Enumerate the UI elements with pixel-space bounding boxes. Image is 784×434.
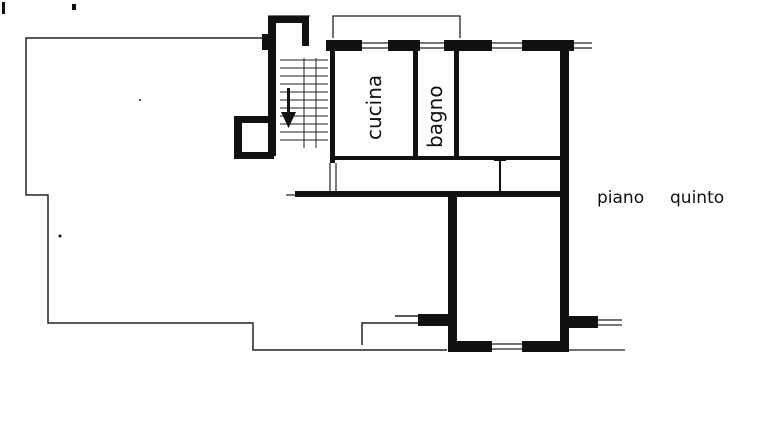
shaft-bottom <box>234 152 274 159</box>
top-wall-left <box>326 40 362 51</box>
shaft-top <box>234 116 274 123</box>
stub-lower-right <box>568 316 598 328</box>
shaft-left <box>234 116 242 158</box>
stair-arrow-icon <box>281 88 296 128</box>
top-wall-mid2 <box>444 40 492 51</box>
corridor-top-line <box>330 156 564 160</box>
floor-label-word-1: piano <box>597 188 644 208</box>
bottom-wall-left <box>448 341 492 352</box>
bottom-wall-right <box>522 341 569 352</box>
left-wall-kitchen <box>330 45 335 163</box>
thin-lines <box>286 42 625 351</box>
stair-wall-left <box>268 16 276 156</box>
kitchen-label: cucina <box>362 75 386 140</box>
stair-top-block <box>262 34 276 50</box>
floor-label-word-2: quinto <box>670 188 724 208</box>
walls <box>234 16 598 352</box>
bathroom-label: bagno <box>423 85 447 148</box>
partition-kitchen-bath <box>413 48 418 160</box>
stair-wall-right-top <box>302 16 309 46</box>
speck-marks <box>2 2 141 238</box>
corridor-bottom-wall <box>295 191 565 197</box>
stair-wall-top <box>268 16 308 23</box>
top-wall-mid1 <box>388 40 420 51</box>
partition-bath-room <box>454 48 459 160</box>
stub-lower-left <box>418 314 450 326</box>
top-wall-right <box>522 40 574 51</box>
door-marker-icon <box>494 159 506 193</box>
lower-room-left-wall <box>448 195 457 352</box>
